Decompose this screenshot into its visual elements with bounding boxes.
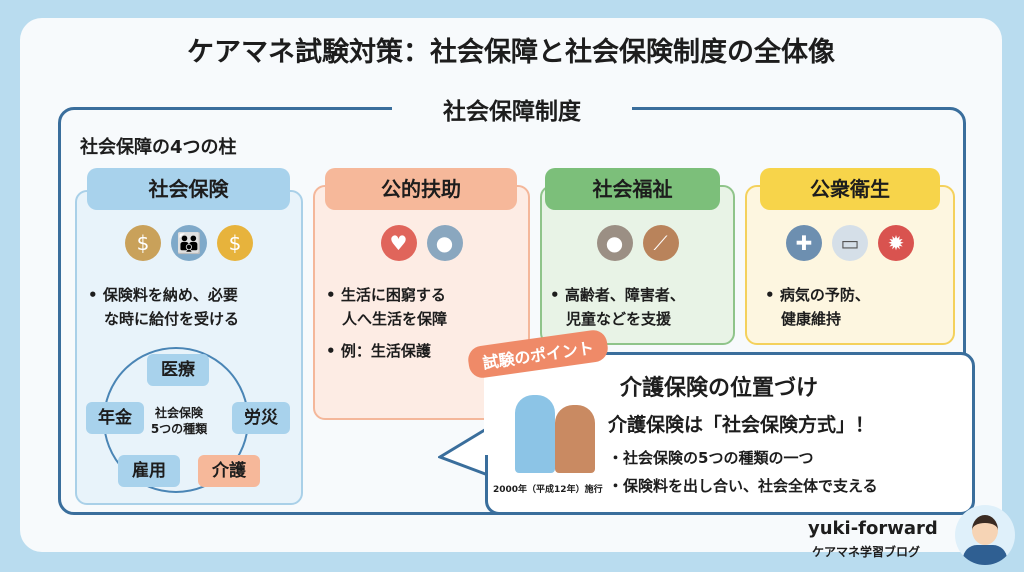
person-icon: ● — [426, 225, 463, 261]
pillar-description: • 高齢者、障害者、児童などを支援 — [550, 286, 685, 328]
family-icon: 👪 — [171, 225, 207, 261]
callout-title: 介護保険の位置づけ — [620, 376, 819, 401]
pillar-description: • 保険料を納め、必要な時に給付を受ける — [88, 286, 240, 328]
type-workers-comp: 労災 — [232, 402, 290, 434]
blog-name: ケアマネ学習ブログ — [812, 545, 921, 559]
callout-tail-cover — [484, 355, 494, 455]
type-employment: 雇用 — [118, 455, 180, 487]
elderly-woman-icon — [555, 405, 595, 473]
page-title: ケアマネ試験対策：社会保障と社会保険制度の全体像 — [187, 37, 835, 68]
pillar-header: 社会福祉 — [545, 168, 720, 210]
virus-icon: ✹ — [878, 225, 914, 261]
pillar-header: 公衆衛生 — [760, 168, 940, 210]
callout-subtitle: 介護保険は「社会保険方式」！ — [608, 414, 875, 436]
money-bag-icon: $ — [125, 225, 161, 261]
type-pension: 年金 — [86, 402, 144, 434]
pillar-description: • 病気の予防、健康維持 — [765, 286, 870, 328]
callout-tail — [438, 425, 490, 478]
pillars-label: 社会保障の4つの柱 — [80, 137, 237, 158]
callout-bullets: ・社会保険の5つの種類の一つ・保険料を出し合い、社会全体で支える — [608, 449, 878, 495]
avatar — [955, 505, 1015, 565]
type-long-term-care: 介護 — [198, 455, 260, 487]
cane-icon: ⟋ — [642, 225, 679, 261]
pillar-description: • 生活に困窮する人へ生活を保障 • 例：生活保護 — [326, 286, 448, 360]
pillar-header: 公的扶助 — [325, 168, 517, 210]
type-medical: 医療 — [147, 354, 209, 386]
mask-icon: ▭ — [832, 225, 868, 261]
frame-label: 社会保障制度 — [392, 92, 632, 126]
heart-hand-icon: ♥ — [380, 225, 417, 261]
nurse-icon — [515, 395, 555, 473]
pillar-header: 社会保険 — [87, 168, 290, 210]
coin-hands-icon: $ — [217, 225, 253, 261]
elderly-icon: ● — [596, 225, 633, 261]
enforcement-caption: 2000年（平成12年）施行 — [493, 485, 603, 495]
doctor-icon: ✚ — [786, 225, 822, 261]
author-name: yuki-forward — [808, 518, 938, 539]
pillar-public-health — [745, 185, 955, 345]
